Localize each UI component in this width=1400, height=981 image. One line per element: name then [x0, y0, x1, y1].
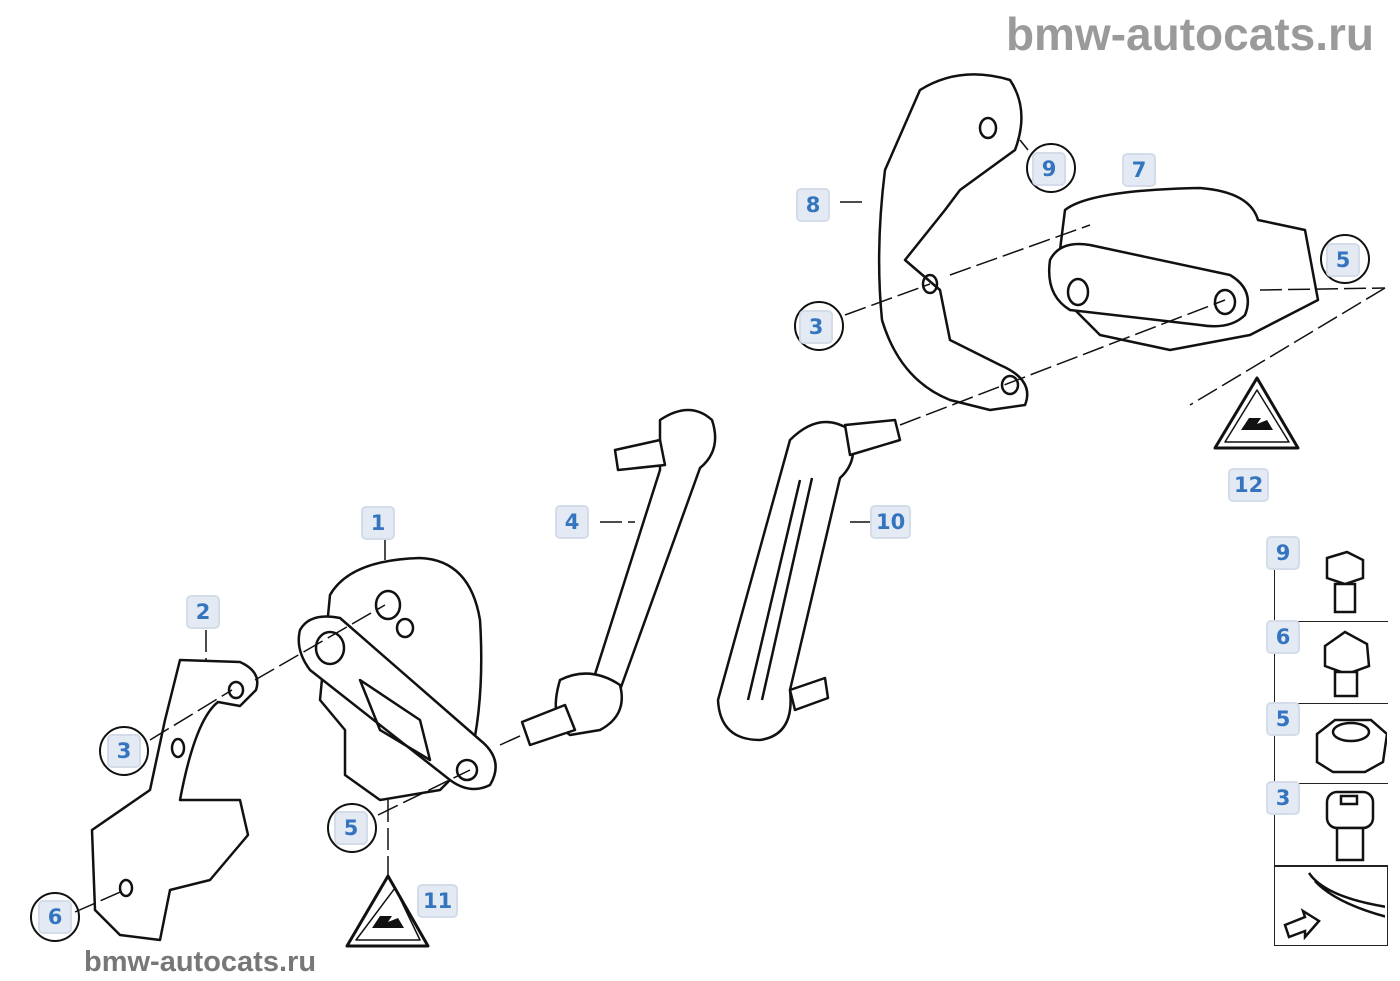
warning-symbol-11: [345, 874, 430, 948]
legend-label-9[interactable]: 9: [1266, 536, 1300, 570]
legend-cell[interactable]: [1274, 866, 1388, 946]
watermark-bottom: bmw-autocats.ru: [84, 946, 317, 978]
callout-circle: [99, 726, 149, 776]
callout-3[interactable]: 3: [107, 734, 141, 768]
legend-cell: [1274, 622, 1388, 704]
level-sensor-part-1: [297, 556, 497, 802]
callout-5[interactable]: 5: [1326, 243, 1360, 277]
front-direction-car-icon: [1283, 872, 1388, 941]
callout-10[interactable]: 10: [870, 505, 912, 539]
legend-label-3[interactable]: 3: [1266, 781, 1300, 815]
callout-circle: [30, 892, 80, 942]
warning-symbol-12: [1213, 376, 1300, 450]
callout-circle: [794, 301, 844, 351]
legend-label-5[interactable]: 5: [1266, 702, 1300, 736]
callout-8[interactable]: 8: [796, 188, 830, 222]
callout-2[interactable]: 2: [186, 595, 220, 629]
callout-7[interactable]: 7: [1122, 153, 1156, 187]
hex-nut-icon: [1315, 718, 1389, 774]
callout-6[interactable]: 6: [38, 900, 72, 934]
watermark-top: bmw-autocats.ru: [1005, 8, 1374, 60]
callout-circle: [327, 803, 377, 853]
level-sensor-part-7: [1047, 186, 1320, 352]
legend-cell: [1274, 538, 1388, 622]
link-rod-part-4: [520, 408, 717, 747]
callout-12[interactable]: 12: [1228, 468, 1270, 502]
callout-11[interactable]: 11: [417, 884, 459, 918]
callout-circle: [1026, 143, 1076, 193]
legend-label-6[interactable]: 6: [1266, 620, 1300, 654]
flange-bolt-icon: [1325, 550, 1365, 614]
callout-9[interactable]: 9: [1032, 152, 1066, 186]
callout-3[interactable]: 3: [799, 310, 833, 344]
link-rod-part-10: [716, 418, 902, 742]
legend-cell: [1274, 704, 1389, 784]
legend-cell: [1274, 784, 1388, 866]
leader-lines: [74, 139, 1386, 913]
callout-circle: [1320, 234, 1370, 284]
socket-bolt-icon: [1325, 790, 1375, 862]
bracket-part-8: [877, 73, 1029, 412]
callout-5[interactable]: 5: [334, 811, 368, 845]
callout-1[interactable]: 1: [361, 506, 395, 540]
collar-bolt-icon: [1323, 630, 1371, 698]
callout-4[interactable]: 4: [555, 505, 589, 539]
bracket-part-2: [90, 658, 259, 942]
